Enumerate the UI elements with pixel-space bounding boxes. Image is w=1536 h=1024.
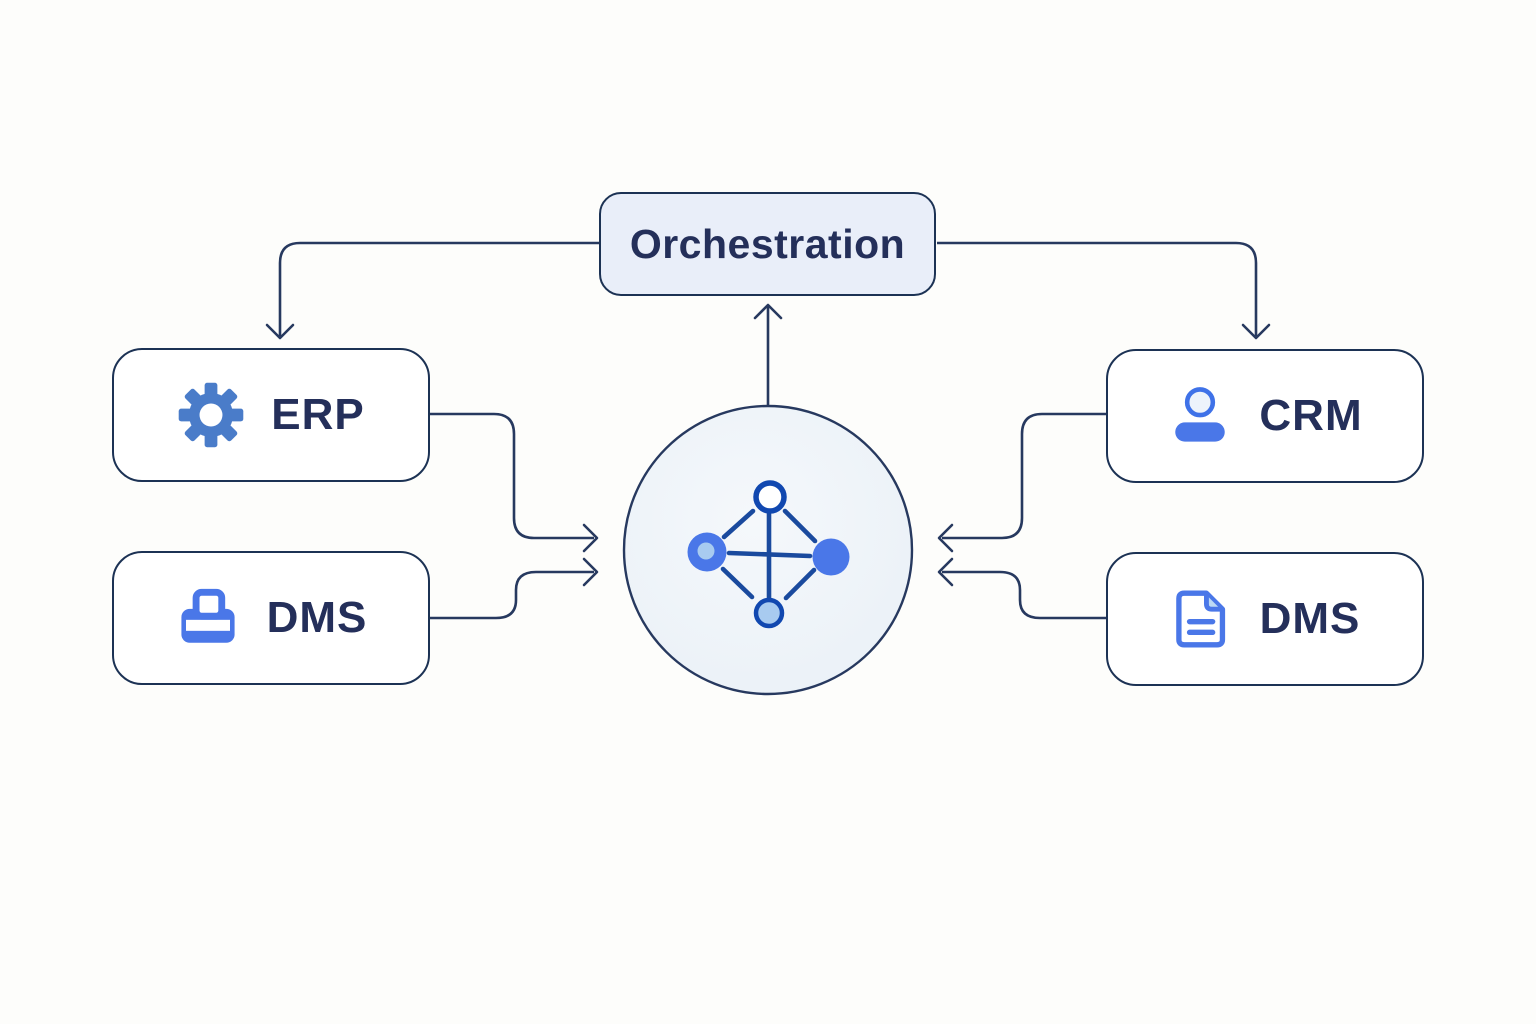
arrowhead-into-crm — [1241, 323, 1271, 340]
connector-dms-left-to-hub — [430, 570, 594, 620]
erp-box: ERP — [112, 348, 430, 482]
connector-orchestration-to-crm — [937, 241, 1258, 336]
network-hub-icon — [687, 480, 850, 629]
gear-icon — [178, 382, 244, 448]
orchestration-box: Orchestration — [599, 192, 936, 296]
hub-node-bottom — [753, 597, 785, 629]
connector-crm-to-hub — [942, 412, 1106, 540]
integration-hub — [622, 404, 914, 696]
arrowhead-dms-left-into-hub — [582, 557, 599, 587]
arrowhead-crm-into-hub — [937, 523, 954, 553]
dms-left-box: DMS — [112, 551, 430, 685]
hub-node-left-core — [697, 542, 715, 560]
hub-node-right — [812, 538, 850, 576]
dms-left-label: DMS — [266, 593, 368, 642]
arrowhead-into-orchestration — [753, 303, 783, 320]
printer-icon — [181, 588, 235, 643]
dms-right-label: DMS — [1259, 594, 1361, 643]
erp-label: ERP — [271, 390, 365, 439]
dms-right-box: DMS — [1106, 552, 1424, 686]
arrowhead-erp-into-hub — [582, 523, 599, 553]
document-icon — [1175, 590, 1225, 648]
user-icon — [1175, 387, 1226, 442]
arrowhead-dms-right-into-hub — [937, 557, 954, 587]
connector-orchestration-to-erp — [278, 241, 599, 336]
connector-dms-right-to-hub — [942, 570, 1106, 620]
orchestration-label: Orchestration — [629, 220, 906, 267]
connector-erp-to-hub — [430, 412, 594, 540]
arrowhead-into-erp — [265, 323, 295, 340]
crm-box: CRM — [1106, 349, 1424, 483]
hub-node-top — [753, 480, 787, 514]
crm-label: CRM — [1259, 391, 1363, 440]
